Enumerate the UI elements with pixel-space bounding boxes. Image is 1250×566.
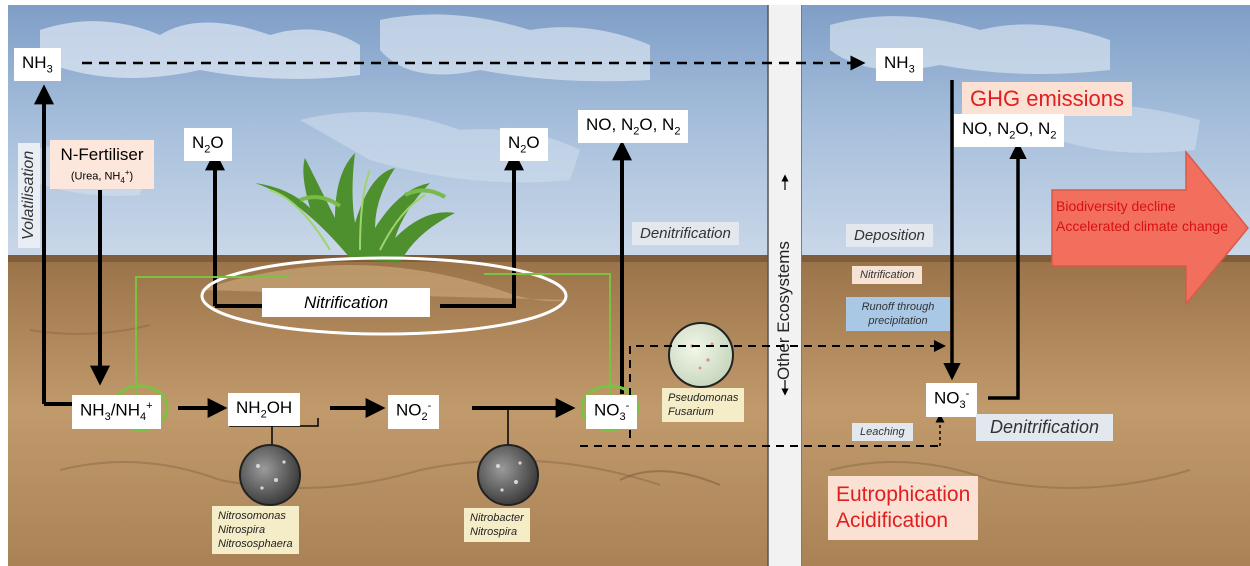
bacteria-name: Pseudomonas <box>668 392 739 404</box>
nh2oh-label: NH2OH <box>228 393 301 427</box>
bacteria-name: Nitrososphaera <box>218 538 293 550</box>
no3-label-left: NO3- <box>586 395 638 430</box>
green-link-left <box>135 276 290 395</box>
plant-illustration <box>255 153 455 263</box>
bacteria-name: Nitrosomonas <box>218 510 286 522</box>
bacteria-name: Fusarium <box>668 406 714 418</box>
bacteria-list-2: Nitrobacter Nitrospira <box>464 508 530 542</box>
nh3-label-right: NH3 <box>876 48 923 82</box>
n-fertiliser-label: N-Fertiliser <box>60 145 144 164</box>
leaching-tag: Leaching <box>852 423 913 441</box>
bacteria-name: Nitrospira <box>218 524 266 536</box>
n-fertiliser-box: N-Fertiliser (Urea, NH4+) <box>50 140 154 189</box>
bacteria-circle-1 <box>239 444 301 506</box>
right-denitrification-arrow <box>988 141 1027 400</box>
nitrification-small-tag: Nitrification <box>852 266 923 284</box>
denitrification-tag-right: Denitrification <box>976 414 1114 441</box>
bacteria-circle-2 <box>477 444 539 506</box>
impact-box: Eutrophication Acidification <box>828 476 979 540</box>
impact-arrow-text: Biodiversity decline Accelerated climate… <box>1056 196 1228 236</box>
ghg-emissions-title: GHG emissions <box>962 82 1133 116</box>
bacteria-list-1: Nitrosomonas Nitrospira Nitrososphaera <box>212 506 299 554</box>
nitrification-label: Nitrification <box>262 288 430 317</box>
other-ecosystems-label: Other Ecosystems <box>774 241 793 380</box>
bacteria-list-3: Pseudomonas Fusarium <box>662 388 745 422</box>
nh3-label-left: NH3 <box>14 48 61 82</box>
n2o-label-right: N2O <box>500 128 548 162</box>
no2-label: NO2- <box>388 395 440 430</box>
no-n2o-n2-label-left: NO, N2O, N2 <box>578 110 689 144</box>
nitrification-ellipse <box>200 256 568 336</box>
no3-highlight-ring <box>580 384 640 432</box>
nh3-nh4-label: NH3/NH4+ <box>72 395 161 430</box>
left-panel <box>8 5 768 566</box>
eutrophication-label: Eutrophication <box>836 483 971 506</box>
runoff-tag: Runoff through precipitation <box>846 297 950 331</box>
climate-change-label: Accelerated climate change <box>1056 218 1228 234</box>
no3-label-right: NO3- <box>926 383 978 418</box>
n2o-label-left: N2O <box>184 128 232 162</box>
acidification-label: Acidification <box>836 509 949 532</box>
n2o-right-arrow <box>440 150 524 308</box>
bacteria-circle-3 <box>668 322 734 388</box>
denitrification-tag-left: Denitrification <box>632 222 739 245</box>
n-fertiliser-sublabel: (Urea, NH4+) <box>70 168 134 185</box>
impact-arrow <box>1051 149 1249 307</box>
deposition-tag: Deposition <box>846 224 933 247</box>
no-n2o-n2-label-right: NO, N2O, N2 <box>954 114 1065 148</box>
bacteria-name: Nitrospira <box>470 526 518 538</box>
biodiversity-decline-label: Biodiversity decline <box>1056 198 1176 214</box>
green-link-right <box>484 273 611 395</box>
bacteria-name: Nitrobacter <box>470 512 524 524</box>
volatilisation-label: Volatilisation <box>18 142 40 248</box>
